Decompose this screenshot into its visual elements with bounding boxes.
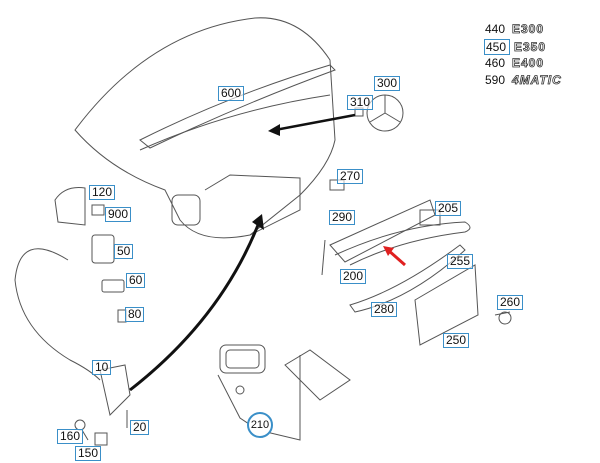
plate-mount	[414, 264, 479, 346]
callout-60[interactable]: 60	[126, 273, 146, 288]
callout-300[interactable]: 300	[374, 76, 401, 91]
cable	[14, 248, 101, 381]
leader-arrow	[274, 113, 356, 132]
callout-270[interactable]: 270	[337, 169, 364, 184]
lock-actuator	[91, 234, 115, 264]
indicator-arrow	[387, 248, 406, 267]
callout-120[interactable]: 120	[89, 185, 116, 200]
seal-frame	[219, 344, 266, 374]
callout-310[interactable]: 310	[347, 95, 374, 110]
callout-600[interactable]: 600	[218, 86, 245, 101]
callout-280[interactable]: 280	[371, 302, 398, 317]
callout-80[interactable]: 80	[125, 307, 145, 322]
bracket-120	[54, 187, 86, 226]
leader-arrow	[129, 224, 260, 392]
callout-250[interactable]: 250	[443, 333, 470, 348]
callout-900[interactable]: 900	[105, 207, 132, 222]
callout-210[interactable]: 210	[247, 412, 273, 438]
callout-20[interactable]: 20	[130, 420, 150, 435]
trunk-lid	[74, 17, 336, 239]
callout-50[interactable]: 50	[114, 244, 134, 259]
callout-10[interactable]: 10	[92, 360, 112, 375]
callout-260[interactable]: 260	[497, 295, 524, 310]
callout-160[interactable]: 160	[57, 429, 84, 444]
callout-205[interactable]: 205	[435, 201, 462, 216]
callout-290[interactable]: 290	[329, 210, 356, 225]
callout-150[interactable]: 150	[75, 446, 102, 461]
callout-200[interactable]: 200	[340, 269, 367, 284]
callout-255[interactable]: 255	[447, 254, 474, 269]
latch	[99, 364, 131, 416]
spoiler	[139, 64, 336, 149]
